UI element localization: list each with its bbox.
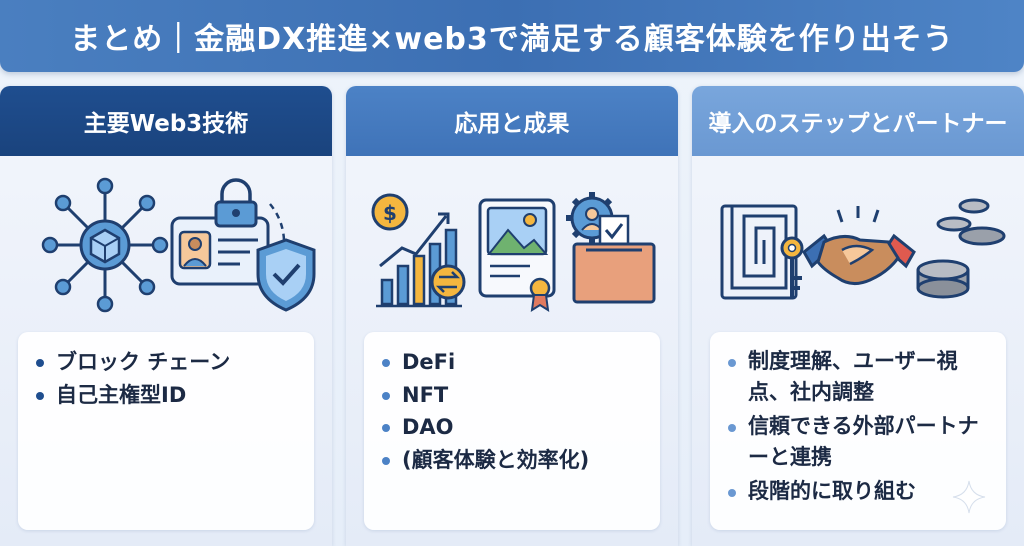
column-header: 導入のステップとパートナー xyxy=(692,86,1024,156)
sparkle-icon xyxy=(952,480,986,514)
list-item: 制度理解、ユーザー視点、社内調整 xyxy=(726,346,992,408)
coin-dollar-icon: $ xyxy=(371,193,409,231)
digital-id-card-icon xyxy=(170,216,270,286)
column-steps-partners: 導入のステップとパートナー xyxy=(692,86,1024,546)
list-item: (顧客体験と効率化) xyxy=(380,444,646,477)
content-card: DeFi NFT DAO (顧客体験と効率化) xyxy=(364,332,660,530)
page-title: まとめ｜金融DX推進×web3で満足する顧客体験を作り出そう xyxy=(0,0,1024,72)
list-item: NFT xyxy=(380,379,646,412)
exchange-arrows-icon xyxy=(430,264,466,300)
column-header: 主要Web3技術 xyxy=(0,86,332,156)
list-item: 信頼できる外部パートナーと連携 xyxy=(726,411,992,473)
applications-illustration: $ xyxy=(371,192,656,312)
column-applications: 応用と成果 $ xyxy=(346,86,678,546)
blockchain-network-icon xyxy=(41,177,169,313)
svg-text:$: $ xyxy=(383,201,397,225)
content-card: ブロック チェーン 自己主権型ID xyxy=(18,332,314,530)
ballot-box-icon xyxy=(572,214,656,304)
padlock-icon xyxy=(214,178,258,228)
key-icon xyxy=(780,236,804,298)
column-web3-tech: 主要Web3技術 xyxy=(0,86,332,546)
list-item: ブロック チェーン xyxy=(34,346,300,379)
list-item: 自己主権型ID xyxy=(34,379,300,412)
steps-partners-illustration xyxy=(720,198,1006,300)
list-item: DeFi xyxy=(380,346,646,379)
column-header: 応用と成果 xyxy=(346,86,678,156)
handshake-icon xyxy=(802,206,916,285)
list-item: 段階的に取り組む xyxy=(726,476,992,507)
list-item: DAO xyxy=(380,411,646,444)
shield-check-icon xyxy=(256,238,316,312)
coin-stack-icon xyxy=(916,198,1006,299)
content-card: 制度理解、ユーザー視点、社内調整 信頼できる外部パートナーと連携 段階的に取り組… xyxy=(710,332,1006,530)
nft-picture-certificate-icon xyxy=(478,198,556,312)
web3-tech-illustration xyxy=(41,177,316,313)
